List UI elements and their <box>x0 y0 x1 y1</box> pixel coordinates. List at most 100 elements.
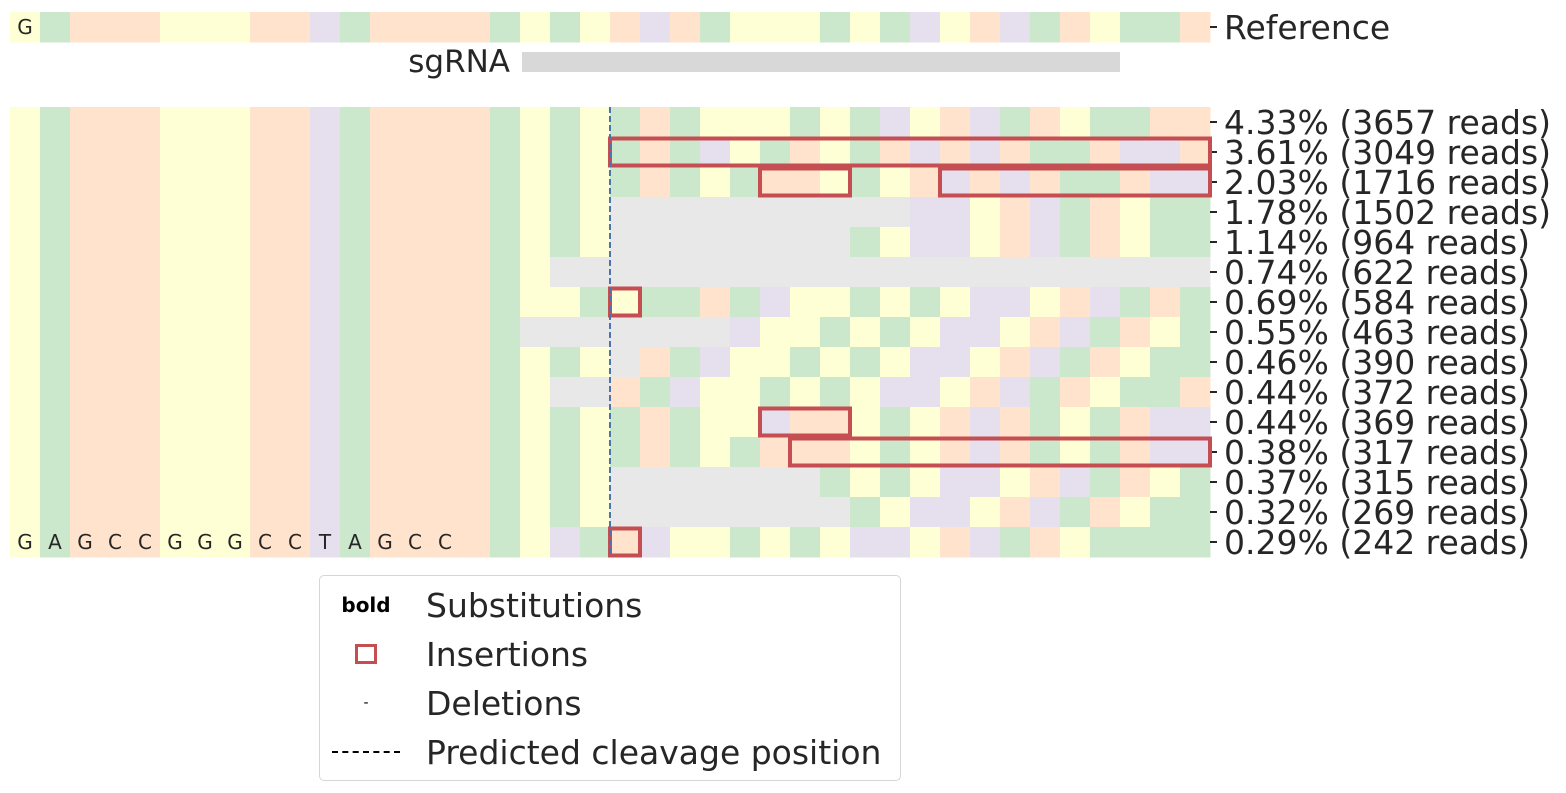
allele-row-cell <box>970 407 1001 438</box>
allele-row-cell <box>640 347 671 378</box>
allele-row-cell <box>640 407 671 438</box>
allele-row-cell <box>610 347 641 378</box>
allele-row-cell <box>730 107 761 138</box>
allele-row-cell <box>910 497 941 528</box>
allele-row-cell <box>70 317 101 348</box>
allele-row-cell <box>700 407 731 438</box>
allele-row-cell <box>190 227 221 258</box>
allele-row-cell <box>820 167 851 198</box>
reference-row-cell <box>190 12 221 43</box>
allele-row-cell <box>910 347 941 378</box>
allele-row-cell <box>430 227 461 258</box>
allele-row-cell <box>850 317 881 348</box>
allele-row-cell <box>850 257 881 288</box>
allele-row-cell <box>1120 437 1151 468</box>
allele-row-cell <box>130 287 161 318</box>
allele-row-cell <box>10 317 41 348</box>
allele-row-cell <box>940 137 971 168</box>
allele-row-cell <box>550 437 581 468</box>
allele-row-cell <box>790 167 821 198</box>
allele-row-cell <box>130 527 161 558</box>
allele-row-cell <box>490 107 521 138</box>
allele-row-cell <box>400 347 431 378</box>
allele-row-cell <box>790 137 821 168</box>
allele-row-cell <box>1000 167 1031 198</box>
allele-row-cell <box>70 257 101 288</box>
allele-row-cell <box>820 227 851 258</box>
allele-row-cell <box>730 437 761 468</box>
allele-row-cell <box>520 527 551 558</box>
allele-row-cell <box>670 407 701 438</box>
allele-row-cell <box>1180 167 1211 198</box>
allele-row-cell <box>280 287 311 318</box>
allele-row-cell <box>160 497 191 528</box>
allele-row-cell <box>910 407 941 438</box>
allele-row-cell <box>700 437 731 468</box>
allele-row-cell <box>1030 197 1061 228</box>
allele-row-cell <box>280 197 311 228</box>
reference-row-cell <box>700 12 731 43</box>
allele-row-cell <box>250 497 281 528</box>
allele-row-cell <box>1150 137 1181 168</box>
allele-row-cell <box>130 167 161 198</box>
allele-row-cell <box>430 107 461 138</box>
allele-row-cell <box>340 317 371 348</box>
allele-row-nucleotide-letter: C <box>288 530 302 554</box>
allele-row-cell <box>40 287 71 318</box>
allele-row-nucleotide-letter: C <box>408 530 422 554</box>
allele-row-cell <box>1060 467 1091 498</box>
allele-row-cell <box>730 227 761 258</box>
allele-row-cell <box>700 137 731 168</box>
allele-row-cell <box>790 437 821 468</box>
allele-row-cell <box>130 107 161 138</box>
allele-row-cell <box>940 467 971 498</box>
allele-row-cell <box>910 167 941 198</box>
reference-row-cell <box>1180 12 1211 43</box>
allele-row-cell <box>160 137 191 168</box>
allele-row-cell <box>1090 467 1121 498</box>
allele-row-nucleotide-letter: C <box>108 530 122 554</box>
allele-row-cell <box>610 317 641 348</box>
allele-row-cell <box>520 107 551 138</box>
bold-key-icon: bold <box>341 593 391 617</box>
allele-row-cell <box>670 167 701 198</box>
allele-row-cell <box>1180 317 1211 348</box>
allele-frequency-label: 3.61% (3049 reads) <box>1224 133 1551 172</box>
allele-row-cell <box>460 107 491 138</box>
allele-row-cell <box>280 257 311 288</box>
reference-row-cell <box>160 12 191 43</box>
allele-row-cell <box>610 137 641 168</box>
allele-row-cell <box>40 347 71 378</box>
allele-row-cell <box>970 287 1001 318</box>
allele-row-cell <box>280 527 311 558</box>
allele-row-cell <box>820 407 851 438</box>
allele-row-cell <box>880 377 911 408</box>
allele-row-cell <box>460 317 491 348</box>
allele-row-cell <box>640 377 671 408</box>
allele-row-cell <box>730 467 761 498</box>
reference-row-cell <box>910 12 941 43</box>
allele-row-cell <box>520 197 551 228</box>
allele-row-cell <box>130 437 161 468</box>
allele-row-cell <box>1060 257 1091 288</box>
allele-row-cell <box>430 467 461 498</box>
allele-row-cell <box>700 377 731 408</box>
allele-row-cell <box>130 197 161 228</box>
allele-row-cell <box>880 287 911 318</box>
allele-row-cell <box>340 407 371 438</box>
allele-row-cell <box>1120 527 1151 558</box>
allele-frequency-label: 0.37% (315 reads) <box>1224 463 1530 502</box>
allele-frequency-label: 0.44% (372 reads) <box>1224 373 1530 412</box>
allele-row-cell <box>370 197 401 228</box>
allele-row-cell <box>400 257 431 288</box>
reference-row-cell <box>220 12 251 43</box>
allele-row-cell <box>910 467 941 498</box>
allele-row-cell <box>250 227 281 258</box>
allele-row-cell <box>490 167 521 198</box>
allele-row-cell <box>1090 197 1121 228</box>
allele-row-cell <box>1060 227 1091 258</box>
reference-row-cell <box>310 12 341 43</box>
allele-row-cell <box>220 107 251 138</box>
allele-row-cell <box>550 317 581 348</box>
allele-row-cell <box>490 287 521 318</box>
